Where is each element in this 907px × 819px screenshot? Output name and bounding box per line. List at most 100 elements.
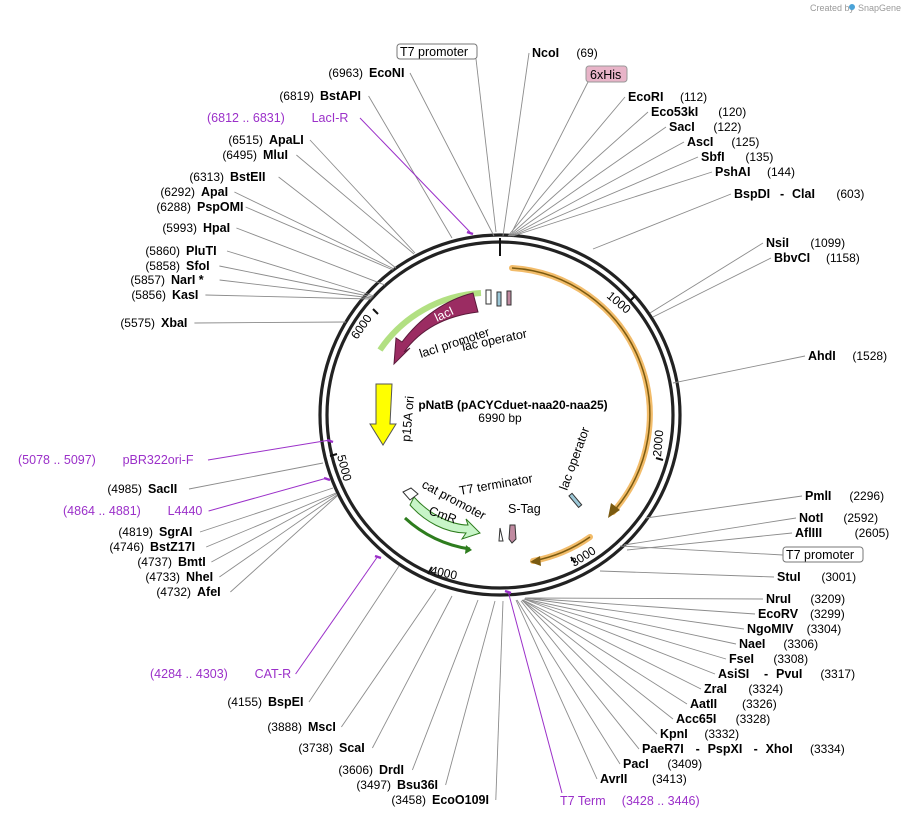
site-kpni[interactable]: KpnI(3332) — [521, 599, 739, 741]
primer-catr[interactable]: (4284 .. 4303)CAT-R — [150, 554, 382, 681]
site-name: PaeR7I — [642, 742, 684, 756]
site-position: (1099) — [810, 236, 845, 250]
site-pluti[interactable]: PluTI(5860) — [145, 244, 375, 297]
site-name: AvrII — [600, 772, 627, 786]
site-sbfi[interactable]: SbfI(135) — [511, 150, 773, 237]
site-leader — [245, 206, 394, 271]
site-name: NheI — [186, 570, 213, 584]
site-position: (5575) — [120, 316, 155, 330]
primer-name: L4440 — [168, 504, 203, 518]
site-ncoi[interactable]: NcoI(69) — [502, 46, 598, 237]
site-pshai[interactable]: PshAI(144) — [512, 165, 795, 237]
site-separator: - — [764, 667, 768, 681]
site-bstapi[interactable]: BstAPI(6819) — [279, 89, 453, 239]
p15a-ori-arrow[interactable] — [369, 383, 397, 446]
site-name: BspEI — [268, 695, 303, 709]
site-name: EcoRI — [628, 90, 663, 104]
site-ecorv[interactable]: EcoRV(3299) — [525, 597, 845, 621]
site-bsu36i[interactable]: Bsu36I(3497) — [356, 600, 496, 792]
site-msci[interactable]: MscI(3888) — [267, 588, 437, 734]
site-econi[interactable]: EcoNI(6963) — [328, 66, 495, 237]
site-nari[interactable]: NarI *(5857) — [130, 273, 373, 299]
lac-operator-2-mark — [568, 492, 583, 509]
site-ngomiv[interactable]: NgoMIV (3304) — [524, 597, 842, 636]
site-asisi[interactable]: AsiSI-PvuI(3317) — [523, 598, 855, 681]
primer-l4440[interactable]: (4864 .. 4881)L4440 — [63, 476, 331, 518]
site-leader — [507, 96, 626, 237]
site-apali[interactable]: ApaLI(6515) — [228, 133, 416, 254]
t7-promoter-right-box — [782, 546, 864, 563]
site-bspdi[interactable]: BspDI-ClaI(603) — [592, 187, 864, 250]
site-position: (603) — [836, 187, 864, 201]
site-position: (122) — [713, 120, 741, 134]
site-position: (2592) — [843, 511, 878, 525]
t7-promoter-top-box — [396, 43, 478, 60]
site-name: Eco53kI — [651, 105, 698, 119]
site-bbvci[interactable]: BbvCI(1158) — [652, 251, 860, 318]
site-ecoo109i[interactable]: EcoO109I(3458) — [391, 600, 504, 807]
site-pmli[interactable]: PmlI(2296) — [645, 489, 884, 519]
feature-p15a-ori[interactable]: p15A ori — [369, 383, 417, 446]
site-zrai[interactable]: ZraI(3324) — [522, 599, 783, 696]
site-naei[interactable]: NaeI(3306) — [524, 598, 818, 651]
site-scai[interactable]: ScaI(3738) — [298, 595, 453, 755]
p15a-ori-label: p15A ori — [399, 395, 417, 442]
insert-orf-arc — [509, 265, 653, 518]
site-saci[interactable]: SacI(122) — [509, 120, 741, 237]
site-aatii[interactable]: AatII(3326) — [522, 599, 777, 711]
site-afei[interactable]: AfeI(4732) — [156, 495, 338, 599]
lacI-arrow[interactable] — [393, 292, 479, 366]
site-hpai[interactable]: HpaI(5993) — [162, 221, 386, 286]
site-name: NgoMIV — [747, 622, 794, 636]
site-bstz17i[interactable]: BstZ17I(4746) — [109, 492, 337, 554]
restriction-sites: NcoI(69)EcoRI(112)Eco53kI(120)SacI(122)A… — [107, 46, 889, 807]
site-acc65i[interactable]: Acc65I(3328) — [521, 599, 770, 726]
site-ecori[interactable]: EcoRI (112) — [507, 90, 707, 237]
site-position: (112) — [680, 90, 707, 104]
site-leader — [372, 595, 453, 749]
site-avrii[interactable]: AvrII(3413) — [515, 599, 687, 786]
primer-pbr322orif[interactable]: (5078 .. 5097)pBR322ori-F — [18, 438, 334, 467]
primer-lacir[interactable]: (6812 .. 6831)LacI-R — [207, 111, 474, 236]
site-leader — [626, 532, 793, 551]
s-tag-label: S-Tag — [508, 502, 541, 516]
site-name: NcoI — [532, 46, 559, 60]
site-apai[interactable]: ApaI(6292) — [160, 185, 395, 270]
site-bmti[interactable]: BmtI(4737) — [137, 493, 337, 569]
site-sacii[interactable]: SacII(4985) — [107, 462, 324, 496]
t7-promoter-right-leader — [619, 545, 784, 556]
site-pspomi[interactable]: PspOMI(6288) — [156, 200, 394, 271]
site-nhei[interactable]: NheI(4733) — [145, 494, 338, 584]
site-position: (3304) — [807, 622, 842, 636]
site-bspei[interactable]: BspEI(4155) — [227, 565, 400, 709]
site-sgrai[interactable]: SgrAI(4819) — [118, 487, 334, 539]
site-sfoi[interactable]: SfoI(5858) — [145, 259, 374, 298]
site-asci[interactable]: AscI(125) — [510, 135, 759, 237]
primer-t7term[interactable]: (3428 .. 3446) T7 Term — [504, 589, 700, 808]
site-kasi[interactable]: KasI(5856) — [131, 288, 372, 302]
site-nsii[interactable]: NsiI(1099) — [649, 236, 845, 314]
site-eco53ki[interactable]: Eco53kI(120) — [508, 105, 746, 237]
site-position: (5858) — [145, 259, 180, 273]
site-name: AfeI — [197, 585, 221, 599]
site-stui[interactable]: StuI(3001) — [599, 570, 856, 584]
site-drdi[interactable]: DrdI(3606) — [338, 599, 479, 777]
site-noti[interactable]: NotI(2592) — [623, 511, 878, 546]
site-paci[interactable]: PacI(3409) — [516, 599, 702, 771]
site-leader — [368, 95, 453, 239]
primer-name: T7 Term — [560, 794, 606, 808]
site-xbai[interactable]: XbaI(5575) — [120, 316, 347, 330]
cmr-arrow[interactable] — [409, 496, 481, 540]
site-position: (1528) — [852, 349, 887, 363]
site-fsei[interactable]: FseI(3308) — [523, 598, 808, 666]
site-mlui[interactable]: MluI(6495) — [222, 148, 415, 255]
primer-range: (3428 .. 3446) — [622, 794, 700, 808]
site-bsteii[interactable]: BstEII(6313) — [189, 170, 397, 269]
site-position: (5857) — [130, 273, 165, 287]
site-paer7i[interactable]: PaeR7I-PspXI-XhoI(3334) — [520, 600, 845, 756]
site-nrui[interactable]: NruI(3209) — [526, 592, 845, 606]
site-leader — [512, 171, 713, 237]
site-afliii[interactable]: AflIII(2605) — [626, 526, 889, 551]
site-name: MscI — [308, 720, 336, 734]
site-ahdi[interactable]: AhdI(1528) — [672, 349, 887, 384]
